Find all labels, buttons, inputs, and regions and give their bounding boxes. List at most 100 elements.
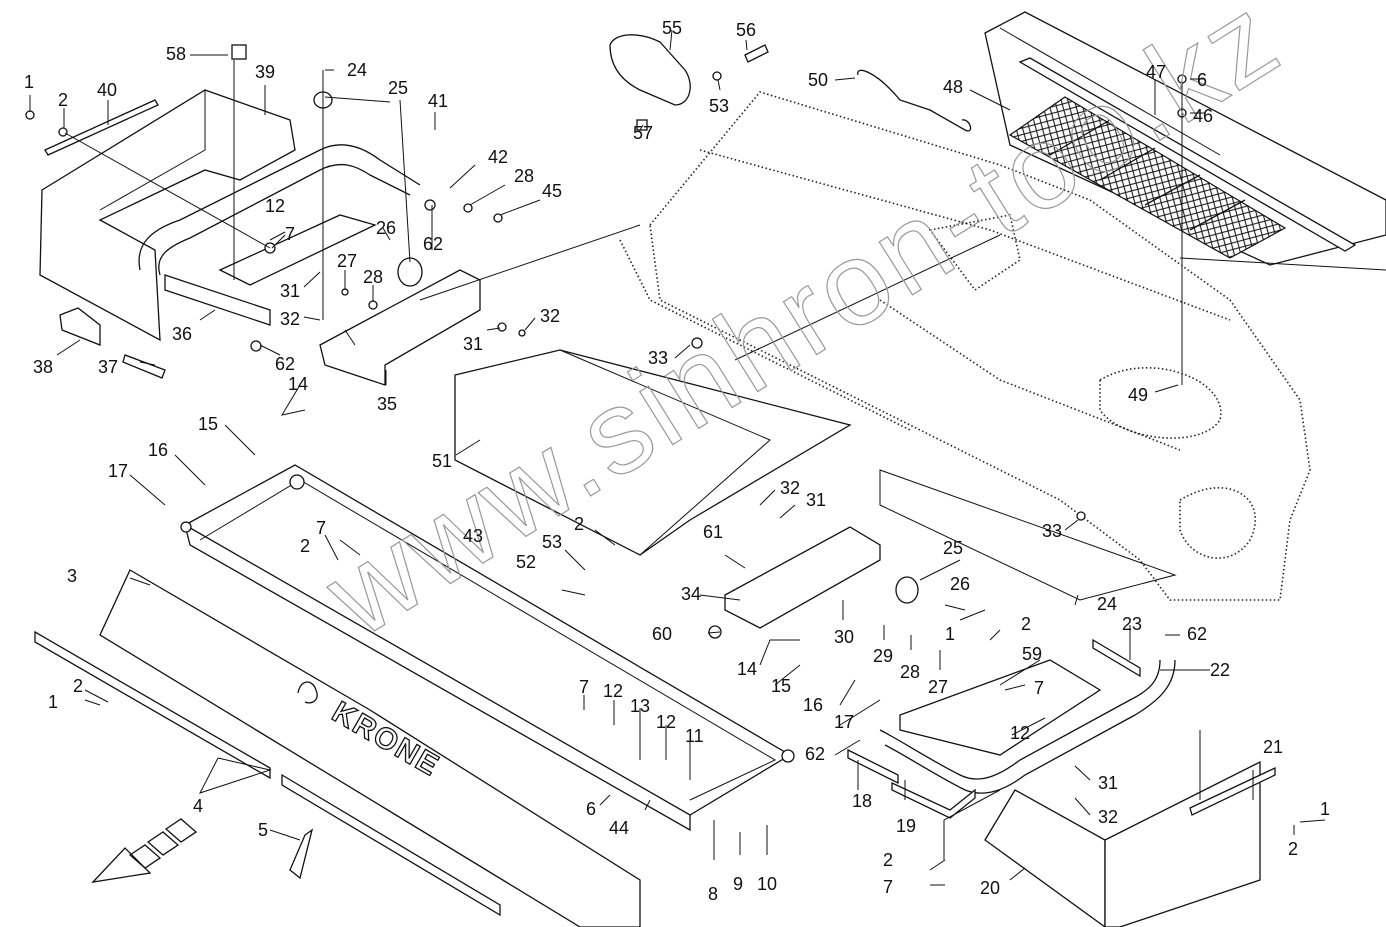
callout-label: 32 [780,478,800,498]
callout-label: 52 [516,552,536,572]
callout-label: 28 [363,267,383,287]
callout-label: 16 [148,440,168,460]
callout-label: 9 [733,874,743,894]
callout-label: 24 [1097,594,1117,614]
callout-label: 30 [834,627,854,647]
callout-label: 1 [24,72,34,92]
callout-label: 19 [896,816,916,836]
leader-lines [29,29,1326,886]
callout-label: 39 [255,62,275,82]
front-panel-3: KRONE [34,569,641,927]
callout-label: 36 [172,324,192,344]
callout-label: 38 [33,357,53,377]
upper-tube-frame [138,144,421,326]
callout-label: 29 [873,646,893,666]
callout-label: 25 [943,538,963,558]
callout-label: 43 [463,526,483,546]
callout-label: 2 [1021,614,1031,634]
callout-label: 7 [316,518,326,538]
machine-body-dotted [619,91,1311,601]
callout-label: 31 [1098,773,1118,793]
bracket-34 [708,526,919,639]
bracket-5 [289,828,314,880]
callout-label: 15 [771,676,791,696]
callout-label: 1 [945,624,955,644]
callout-label: 23 [1122,614,1142,634]
callout-label: 57 [633,123,653,143]
callout-label: 7 [579,677,589,697]
callout-label: 2 [574,514,584,534]
callout-label: 22 [1210,660,1230,680]
upper-hardware [25,44,1187,521]
travel-direction-arrow [91,818,198,883]
callout-label: 27 [928,677,948,697]
callout-label: 6 [1197,70,1207,90]
assembly-axes [64,60,1183,385]
callout-label: 28 [514,166,534,186]
callout-label: 35 [377,394,397,414]
callout-label: 59 [1022,644,1042,664]
callout-label: 14 [737,659,757,679]
callout-label: 5 [258,820,268,840]
callout-label: 55 [662,18,682,38]
cover-55 [609,34,769,131]
callout-label: 56 [736,20,756,40]
callout-label: 12 [1010,723,1030,743]
callout-label: 53 [542,532,562,552]
callout-label: 33 [648,348,668,368]
callout-label: 46 [1193,106,1213,126]
callout-label: 41 [428,91,448,111]
callout-label: 1 [1320,799,1330,819]
callout-label: 26 [950,574,970,594]
callout-label: 10 [757,874,777,894]
callout-label: 27 [337,251,357,271]
guard-51 [454,349,852,556]
callout-label: 32 [540,306,560,326]
callout-label: 44 [609,818,629,838]
callout-label: 12 [603,681,623,701]
krone-emblem-icon [297,681,318,704]
callout-label: 32 [1098,807,1118,827]
left-guard-box [39,89,296,379]
callout-label: 7 [883,877,893,897]
callout-label: 8 [708,884,718,904]
callout-label: 6 [586,799,596,819]
callout-label: 28 [900,662,920,682]
callout-label: 31 [806,490,826,510]
callout-label: 62 [805,744,825,764]
callout-label: 2 [883,850,893,870]
callout-labels: 1 2 40 58 39 24 25 41 12 7 42 28 45 62 2… [24,18,1330,904]
callout-label: 20 [980,878,1000,898]
hood-with-mesh [984,11,1386,271]
callout-label: 18 [852,791,872,811]
lower-panel-outline [734,234,1177,601]
callout-label: 49 [1128,385,1148,405]
callout-label: 2 [300,536,310,556]
callout-label: 7 [285,224,295,244]
callout-label: 32 [280,309,300,329]
callout-label: 7 [1034,678,1044,698]
callout-label: 24 [347,60,367,80]
callout-label: 2 [58,90,68,110]
callout-label: 13 [630,696,650,716]
callout-label: 14 [288,374,308,394]
spring-50 [857,69,972,132]
callout-label: 40 [97,80,117,100]
callout-label: 42 [488,147,508,167]
callout-label: 45 [542,181,562,201]
callout-label: 47 [1146,62,1166,82]
callout-label: 1 [48,692,58,712]
callout-label: 12 [656,712,676,732]
callout-label: 15 [198,414,218,434]
callout-label: 50 [808,70,828,90]
callout-label: 26 [376,218,396,238]
bracket-35 [319,269,481,386]
callout-label: 62 [1187,624,1207,644]
callout-label: 61 [703,522,723,542]
callout-label: 37 [98,357,118,377]
callout-label: 62 [423,234,443,254]
callout-label: 53 [709,96,729,116]
callout-label: 3 [67,566,77,586]
callout-label: 4 [193,796,203,816]
main-frame-43 [180,464,795,832]
